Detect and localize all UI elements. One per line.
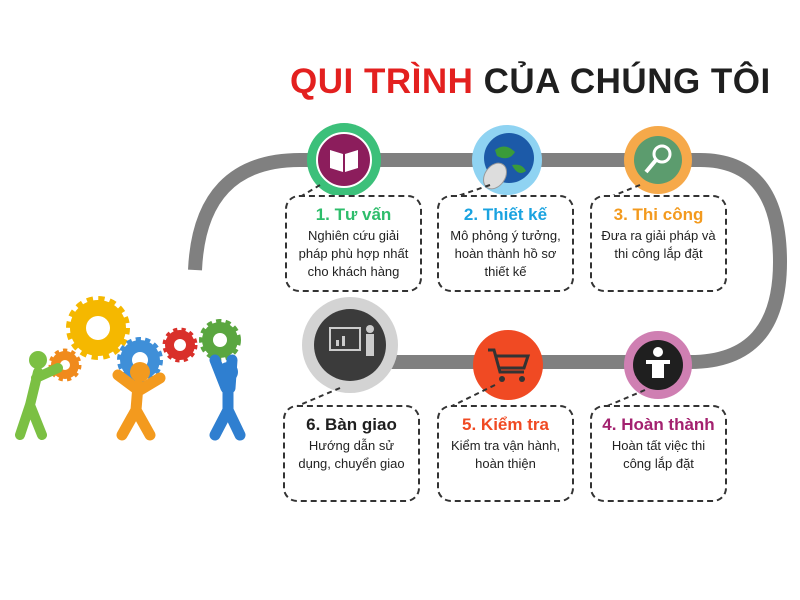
location-search-icon [624, 126, 692, 194]
step-description: Đưa ra giải pháp và thi công lắp đặt [601, 228, 716, 261]
step-description: Mô phỏng ý tưởng, hoàn thành hồ sơ thiết… [450, 228, 561, 279]
step-title: 5. Kiểm tra [462, 415, 549, 434]
step-title: 6. Bàn giao [306, 415, 397, 434]
step-card-4: 4. Hoàn thành Hoàn tất việc thi công lắp… [590, 405, 727, 502]
step-description: Hướng dẫn sử dụng, chuyển giao [298, 438, 405, 471]
step-title: 1. Tư vấn [315, 205, 392, 224]
step-description: Kiểm tra vận hành, hoàn thiện [450, 438, 561, 471]
step-card-1: 1. Tư vấn Nghiên cứu giải pháp phù hợp n… [285, 195, 422, 292]
step-title: 4. Hoàn thành [602, 415, 715, 434]
step-card-5: 5. Kiểm tra Kiểm tra vận hành, hoàn thiệ… [437, 405, 574, 502]
title-highlight: QUI TRÌNH [290, 62, 474, 101]
presentation-icon [302, 297, 398, 393]
teamwork-gears-illustration [15, 296, 246, 441]
globe-mouse-icon [472, 125, 542, 195]
process-track [188, 153, 788, 369]
step-description: Hoàn tất việc thi công lắp đặt [611, 438, 706, 471]
page-title: QUI TRÌNH CỦA CHÚNG TÔI [290, 62, 771, 102]
step-card-3: 3. Thi công Đưa ra giải pháp và thi công… [590, 195, 727, 292]
speaker-podium-icon [624, 331, 692, 399]
title-rest: CỦA CHÚNG TÔI [483, 62, 771, 101]
shopping-cart-icon [473, 330, 543, 400]
book-icon [307, 123, 381, 197]
step-description: Nghiên cứu giải pháp phù hợp nhất cho kh… [298, 228, 409, 279]
step-title: 2. Thiết kế [463, 205, 548, 224]
step-title: 3. Thi công [613, 205, 704, 224]
step-card-6: 6. Bàn giao Hướng dẫn sử dụng, chuyển gi… [283, 405, 420, 502]
step-card-2: 2. Thiết kế Mô phỏng ý tưởng, hoàn thành… [437, 195, 574, 292]
